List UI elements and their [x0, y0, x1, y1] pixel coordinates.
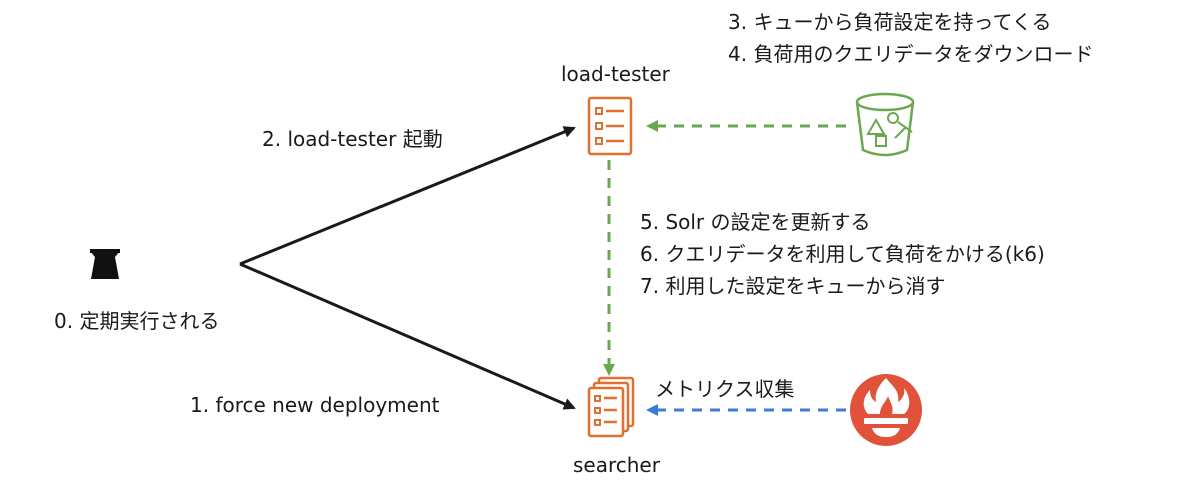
kuroko2-logo — [90, 249, 120, 279]
s3-bucket-icon[interactable] — [855, 92, 915, 157]
load-tester-label: load-tester — [561, 62, 670, 86]
ecs-task-stack-icon[interactable] — [587, 376, 635, 438]
step-7-label: 7. 利用した設定をキューから消す — [640, 274, 946, 298]
searcher-label: searcher — [573, 453, 660, 477]
step-0-label: 0. 定期実行される — [54, 309, 220, 333]
metrics-label: メトリクス収集 — [655, 377, 795, 401]
step-6-label: 6. クエリデータを利用して負荷をかける(k6) — [640, 242, 1045, 266]
step-3-4-labels: 3. キューから負荷設定を持ってくる 4. 負荷用のクエリデータをダウンロード — [728, 6, 1093, 70]
step-5-label: 5. Solr の設定を更新する — [640, 210, 871, 234]
arrow-kuroko-to-load-tester — [239, 126, 576, 266]
step-2-label: 2. load-tester 起動 — [262, 127, 443, 151]
step-5-7-labels: 5. Solr の設定を更新する 6. クエリデータを利用して負荷をかける(k6… — [640, 206, 1045, 302]
ecs-task-icon[interactable] — [587, 96, 633, 156]
step-4-label: 4. 負荷用のクエリデータをダウンロード — [728, 42, 1094, 66]
step-1-label: 1. force new deployment — [190, 393, 440, 417]
prometheus-icon[interactable] — [850, 374, 922, 446]
arrow-kuroko-to-searcher — [239, 262, 576, 410]
step-3-label: 3. キューから負荷設定を持ってくる — [728, 10, 1052, 34]
